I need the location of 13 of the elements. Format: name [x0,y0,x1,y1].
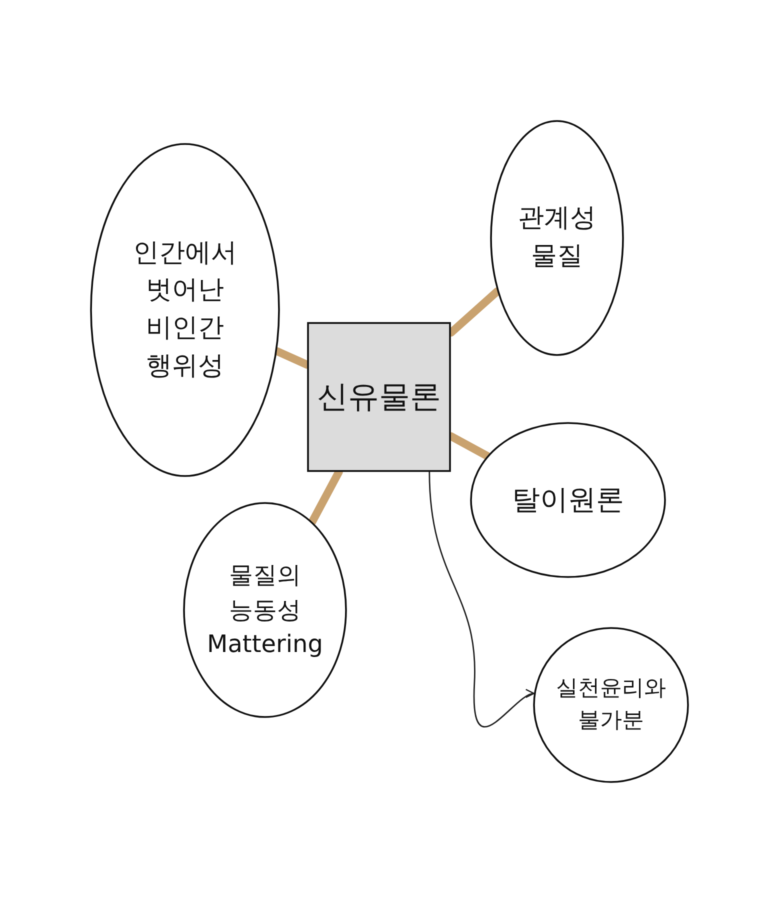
concept-ellipse [533,627,689,783]
concept-label: 탈이원론 [511,482,625,518]
concept-ellipse [183,502,347,718]
concept-label: 관계성 물질 [517,202,597,273]
concept-label: 신유물론 [316,378,442,417]
concept-box [307,322,451,472]
concept-label: 인간에서 벗어난 비인간 행위성 [132,236,238,383]
concept-ellipse [470,422,666,578]
arrow [428,471,535,728]
concept-ellipse [90,143,280,477]
concept-label: 물질의 능동성 Mattering [206,560,324,660]
concept-ellipse [490,120,624,356]
concept-label: 실천윤리와 불가분 [555,675,667,735]
